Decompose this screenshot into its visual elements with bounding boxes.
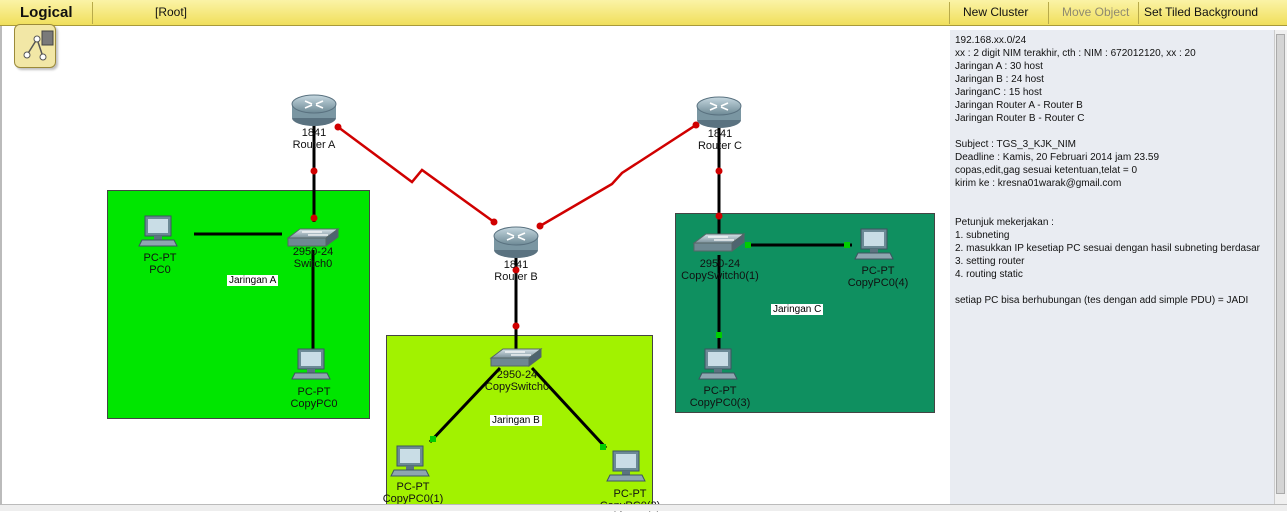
serial-links [337,123,697,228]
note-line: Jaringan A : 30 host [955,61,1043,72]
logical-tab[interactable]: Logical [20,4,73,21]
link-endpoints [310,121,850,450]
note-line: copas,edit,gag sesuai ketentuan,telat = … [955,165,1138,176]
note-line [955,203,1280,216]
note-line: Jaringan Router A - Router B [955,100,1083,111]
note-line [955,125,1280,138]
logical-view-icon[interactable] [14,24,56,68]
copypc0-1-icon [390,445,430,477]
note-line: xx : 2 digit NIM terakhir, cth : NIM : 6… [955,48,1196,59]
router-a-icon [291,94,337,127]
region-label-b: Jaringan B [490,415,542,426]
note-line: 2. masukkan IP kesetiap PC sesuai dengan… [955,243,1261,254]
note-line: JaringanC : 15 host [955,87,1042,98]
note-line: setiap PC bisa berhubungan (tes dengan a… [955,295,1249,306]
note-line: Subject : TGS_3_KJK_NIM [955,139,1076,150]
note-line: Jaringan Router B - Router C [955,113,1085,124]
note-scrollbar-thumb[interactable] [1276,34,1285,494]
note-line: 1. subneting [955,230,1010,241]
pc0-icon [138,215,178,247]
note-line: Jaringan B : 24 host [955,74,1044,85]
copypc0-icon [291,348,331,380]
copypc0-3-icon [698,348,738,380]
toolbar-divider [949,2,950,24]
note-panel[interactable]: 192.168.xx.0/24 xx : 2 digit NIM terakhi… [950,30,1285,508]
note-line: 4. routing static [955,269,1023,280]
copyswitch0-1-icon [693,233,745,252]
note-line: 3. setting router [955,256,1025,267]
link-copyswitch0-copypc0-2 [530,366,608,450]
toolbar-divider [1138,2,1139,24]
region-label-a: Jaringan A [227,275,279,286]
switch0-icon [287,228,339,247]
router-c-icon [696,96,742,129]
workspace-horizontal-scrollbar[interactable] [0,504,1287,511]
note-line: kirim ke : kresna01warak@gmail.com [955,178,1122,189]
root-breadcrumb[interactable]: [Root] [155,5,188,19]
move-object-button[interactable]: Move Object [1062,5,1130,19]
link-routera-routerb [337,125,495,224]
toolbar: Logical [Root] New Cluster Move Object S… [0,0,1287,26]
copypc0-4-icon [854,228,894,260]
link-routerb-routerc [539,123,697,228]
note-scrollbar[interactable] [1274,30,1287,508]
note-line: 192.168.xx.0/24 [955,35,1027,46]
set-tiled-background-button[interactable]: Set Tiled Background [1144,5,1259,19]
note-line: Petunjuk mekerjakan : [955,217,1054,228]
toolbar-divider [92,2,93,24]
toolbar-divider [1048,2,1049,24]
copyswitch0-icon [490,348,542,367]
note-line [955,190,1280,203]
copypc0-2-icon [606,450,646,482]
region-label-c: Jaringan C [771,304,824,315]
new-cluster-button[interactable]: New Cluster [963,5,1029,19]
router-b-icon [493,226,539,259]
link-copyswitch0-copypc0-1 [428,366,502,444]
note-line [955,281,1280,294]
note-line: Deadline : Kamis, 20 Februari 2014 jam 2… [955,152,1160,163]
